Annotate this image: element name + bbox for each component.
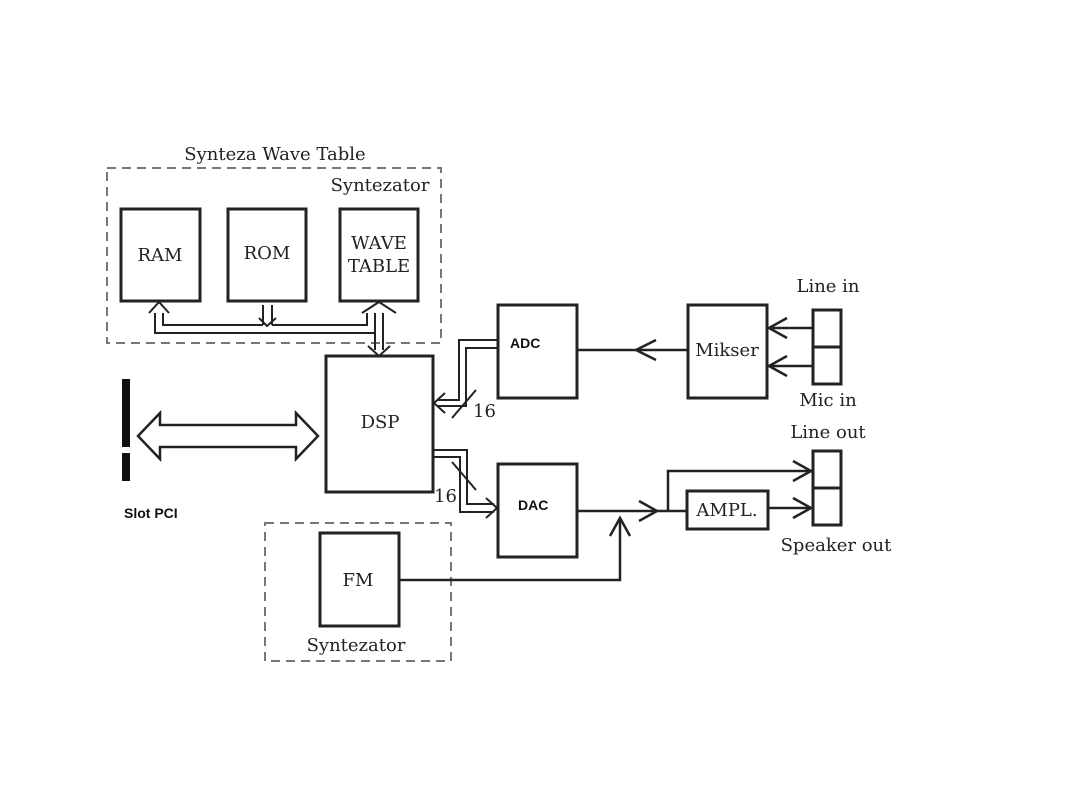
pci-dsp-bus-arrow [136, 409, 320, 463]
adc-label: ADC [510, 335, 540, 351]
dac-bus-width: 16 [434, 486, 457, 507]
mikser-label: Mikser [695, 340, 759, 361]
adc-block [496, 303, 579, 400]
adc-to-dsp-bus: 16 [432, 339, 498, 422]
mic-in-label: Mic in [799, 390, 857, 411]
ampl-label: AMPL. [695, 500, 757, 521]
dac-output-lines [577, 459, 814, 523]
mic-in-jack [811, 345, 843, 386]
rom-block [226, 207, 308, 303]
ampl-block [685, 489, 770, 531]
fm-to-output-arrowhead [608, 515, 632, 537]
wavetable-group-subtitle: Syntezator [331, 175, 430, 196]
inputs-to-mikser [766, 316, 813, 378]
ram-block [119, 207, 202, 303]
dsp-to-dac-bus: 16 [433, 449, 499, 519]
ram-label: RAM [138, 245, 183, 266]
fm-group-frame [264, 522, 452, 662]
wavetable-label-line1: WAVE [351, 233, 407, 254]
mikser-to-adc-arrowhead [633, 338, 657, 362]
dac-label: DAC [518, 497, 548, 513]
pci-slot-lower [122, 453, 130, 481]
mikser-block [686, 303, 769, 400]
pci-slot-label: Slot PCI [124, 505, 178, 521]
wavetable-group-title: Synteza Wave Table [184, 144, 365, 165]
line-out-label: Line out [790, 422, 866, 443]
speaker-out-jack [811, 486, 843, 527]
line-in-jack [811, 308, 843, 349]
adc-bus-width: 16 [473, 401, 496, 422]
line-in-label: Line in [796, 276, 859, 297]
memory-bus [148, 300, 397, 358]
rom-label: ROM [244, 243, 291, 264]
fm-block [318, 531, 401, 628]
speaker-out-label: Speaker out [781, 535, 893, 556]
wavetable-label-line2: TABLE [348, 256, 410, 277]
dsp-label: DSP [361, 412, 400, 433]
fm-group-subtitle: Syntezator [307, 635, 406, 656]
dsp-block [324, 354, 435, 494]
wavetable-block [338, 207, 420, 303]
wavetable-group-frame [106, 167, 442, 344]
fm-to-output-line [399, 518, 622, 582]
pci-slot-upper [122, 379, 130, 447]
fm-label: FM [343, 570, 374, 591]
dac-block [496, 462, 579, 559]
line-out-jack [811, 449, 843, 490]
